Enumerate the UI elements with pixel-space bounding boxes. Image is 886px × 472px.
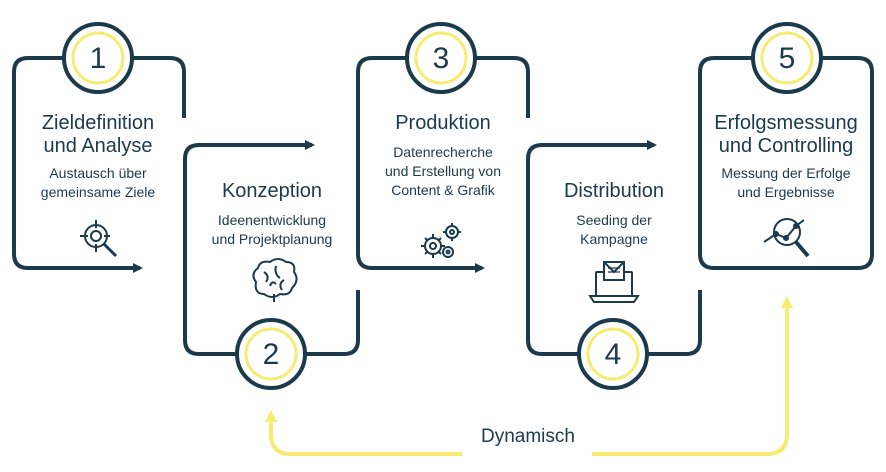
step-4-desc-line-1: Seeding der <box>576 212 652 228</box>
step-5-title-line-2: und Controlling <box>718 135 854 157</box>
analytics-search-icon <box>763 218 810 258</box>
step-1-desc-line-1: Austausch über <box>49 165 147 181</box>
step-4-desc-line-2: Kampagne <box>580 231 648 247</box>
step-3-desc-line-2: und Erstellung von <box>385 163 501 179</box>
step-5-text: Erfolgsmessung und Controlling Messung d… <box>700 112 872 202</box>
step-5-number: 5 <box>778 42 796 75</box>
step-5-desc-line-2: und Ergebnisse <box>737 184 835 200</box>
step-3-frame <box>356 56 485 273</box>
step-1-title-line-1: Zieldefinition <box>41 112 155 134</box>
step-5-desc-line-1: Messung der Erfolge <box>721 165 851 181</box>
laptop-mail-icon <box>588 261 640 303</box>
step-4-frame <box>526 143 652 356</box>
step-3-frame-right <box>470 56 530 118</box>
step-2-frame <box>183 143 308 356</box>
step-1-frame <box>12 56 143 273</box>
step-3-title: Produktion <box>395 112 491 134</box>
step-3-desc-line-1: Datenrecherche <box>393 144 493 160</box>
step-4-number: 4 <box>604 338 622 371</box>
step-3-desc-line-3: Content & Grafik <box>391 182 495 198</box>
step-5-title-line-1: Erfolgsmessung <box>714 112 858 134</box>
step-2-number-circle <box>235 318 307 390</box>
step-1-text: Zieldefinition und Analyse Austausch übe… <box>18 112 178 202</box>
target-search-icon <box>80 220 118 258</box>
feedback-label: Dynamisch <box>481 426 575 447</box>
step-5-number-circle <box>751 22 823 94</box>
step-2-desc-line-2: und Projektplanung <box>211 231 333 247</box>
step-1-number-circle <box>62 22 134 94</box>
step-3-number-circle <box>405 22 477 94</box>
step-4-title: Distribution <box>563 180 665 202</box>
step-4-number-circle <box>577 318 649 390</box>
step-2-number: 2 <box>262 338 280 371</box>
step-4-text: Distribution Seeding der Kampagne <box>530 180 698 249</box>
step-4-frame-end <box>642 290 702 356</box>
step-5-frame <box>698 56 874 270</box>
step-1-number: 1 <box>89 42 107 75</box>
step-2-desc-line-1: Ideenentwicklung <box>217 212 327 228</box>
step-3-number: 3 <box>432 42 450 75</box>
step-1-frame-right <box>126 56 186 118</box>
step-2-title: Konzeption <box>221 180 323 202</box>
step-3-text: Produktion Datenrecherche und Erstellung… <box>358 112 528 200</box>
step-1-desc-line-2: gemeinsame Ziele <box>40 184 156 200</box>
gears-icon <box>421 223 461 258</box>
step-2-text: Konzeption Ideenentwicklung und Projektp… <box>186 180 358 249</box>
step-1-title-line-2: und Analyse <box>43 135 153 157</box>
brain-icon <box>252 258 298 302</box>
step-2-frame-end <box>300 290 360 356</box>
